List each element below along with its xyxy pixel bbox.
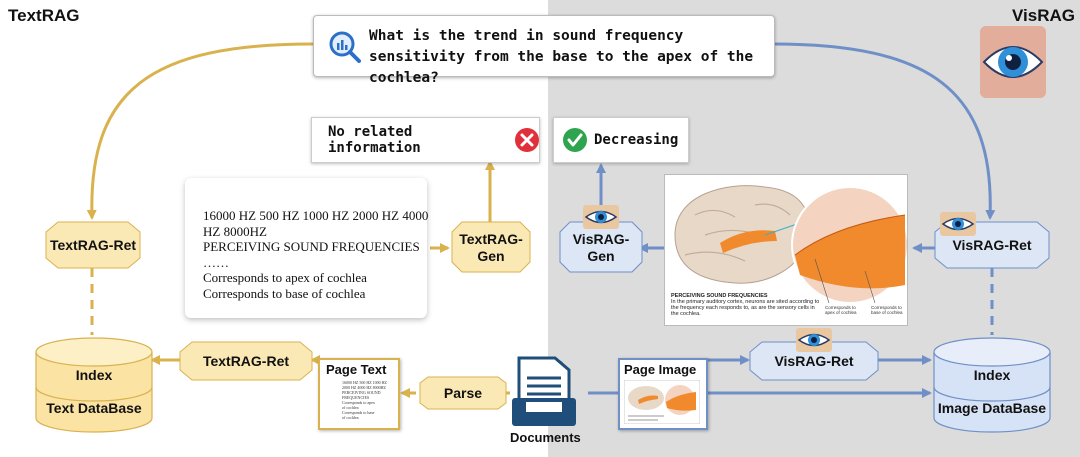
brain-illustration: [674, 185, 907, 304]
thumb-line: Corresponds to apex: [342, 400, 375, 405]
page-text-lines: 16000 HZ 500 HZ 1000 HZ 2000 HZ 4000 HZ …: [342, 380, 396, 420]
visrag-logo: [980, 26, 1046, 98]
thumb-line: Corresponds to base: [342, 410, 375, 415]
thumb-line: 16000 HZ 500 HZ 1000 HZ: [342, 380, 387, 385]
retrieved-line: Corresponds to base of cochlea: [203, 285, 366, 301]
eye-badge-icon: [940, 212, 976, 236]
query-text: What is the trend in sound frequency sen…: [369, 28, 754, 86]
textrag-ret-top-label: TextRAG-Ret: [49, 237, 137, 253]
textrag-answer-text: No related information: [328, 124, 421, 156]
retrieved-line: HZ 8000HZ: [203, 223, 267, 239]
page-image-thumbnail: Page Image: [618, 358, 708, 430]
thumb-line: FREQUENCIES: [342, 395, 370, 400]
query-to-visrag-arrow: [772, 42, 996, 220]
textrag-ret-bottom-label: TextRAG-Ret: [202, 353, 290, 369]
page-text-thumbnail: Page Text 16000 HZ 500 HZ 1000 HZ 2000 H…: [318, 358, 400, 430]
text-db-label: Text DataBase: [46, 400, 142, 416]
parse-shape: [419, 376, 507, 410]
figure-label-apex: Corresponds to apex of cochlea: [825, 305, 857, 315]
visrag-ret-top-label: VisRAG-Ret: [952, 237, 1032, 253]
thumb-line: of cochlea: [342, 415, 359, 420]
parse-label: Parse: [443, 385, 483, 401]
visrag-answer-text: Decreasing: [594, 132, 679, 148]
image-database-cylinder: [933, 337, 1051, 433]
visrag-gen-line1: VisRAG-: [572, 231, 630, 247]
retrieved-line: Corresponds to apex of cochlea: [203, 270, 367, 285]
documents-icon: [512, 356, 576, 426]
query-box: What is the trend in sound frequency sen…: [313, 15, 775, 86]
query-to-textrag-arrow: [86, 42, 314, 220]
eye-icon: [980, 26, 1046, 98]
textrag-gen-line2: Gen: [477, 248, 505, 264]
visrag-title: VisRAG: [1012, 6, 1075, 25]
image-db-label: Image DataBase: [937, 400, 1047, 416]
image-db-index-label: Index: [973, 367, 1011, 383]
retrieved-line: 16000 HZ 500 HZ 1000 HZ 2000 HZ 4000: [203, 208, 429, 223]
figure-caption: PERCEIVING SOUND FREQUENCIES In the prim…: [671, 293, 821, 317]
visrag-ret-bottom-label: VisRAG-Ret: [774, 353, 854, 369]
page-image-label: Page Image: [624, 362, 697, 377]
check-icon: [563, 128, 587, 152]
figure-caption-body: In the primary auditory cortex, neurons …: [671, 299, 820, 317]
textrag-title: TextRAG: [8, 6, 80, 25]
page-text-label: Page Text: [326, 362, 387, 377]
eye-badge-icon: [583, 205, 619, 229]
figure-label-base: Corresponds to base of cochlea: [871, 305, 903, 315]
retrieved-text-box: 16000 HZ 500 HZ 1000 HZ 2000 HZ 4000 HZ …: [185, 178, 429, 318]
cross-icon: [515, 128, 539, 152]
text-db-index-label: Index: [75, 367, 113, 383]
thumb-line: of cochlea: [342, 405, 359, 410]
textrag-ret-bottom-shape: [179, 341, 313, 381]
thumb-line: PERCEIVING SOUND: [342, 390, 381, 395]
retrieved-line: ……: [203, 254, 229, 270]
visrag-gen-label: VisRAG- Gen: [560, 231, 642, 265]
documents-label: Documents: [510, 430, 581, 445]
search-icon: [329, 31, 361, 63]
textrag-gen-label: TextRAG- Gen: [452, 231, 530, 265]
textrag-gen-shape: [451, 221, 531, 273]
visrag-answer-box: Decreasing: [553, 117, 689, 163]
text-database-cylinder: [35, 337, 153, 433]
page-image-preview: [624, 380, 700, 424]
retrieved-line: PERCEIVING SOUND FREQUENCIES: [203, 239, 420, 254]
figure-caption-title: PERCEIVING SOUND FREQUENCIES: [671, 293, 768, 299]
textrag-answer-box: No related information: [311, 117, 540, 163]
eye-badge-icon: [796, 328, 832, 352]
textrag-gen-line1: TextRAG-: [459, 231, 523, 247]
thumb-line: 2000 HZ 4000 HZ 8000HZ: [342, 385, 386, 390]
retrieved-page-image: PERCEIVING SOUND FREQUENCIES In the prim…: [664, 174, 908, 326]
textrag-ret-top-shape: [45, 221, 141, 269]
visrag-gen-line2: Gen: [587, 248, 615, 264]
